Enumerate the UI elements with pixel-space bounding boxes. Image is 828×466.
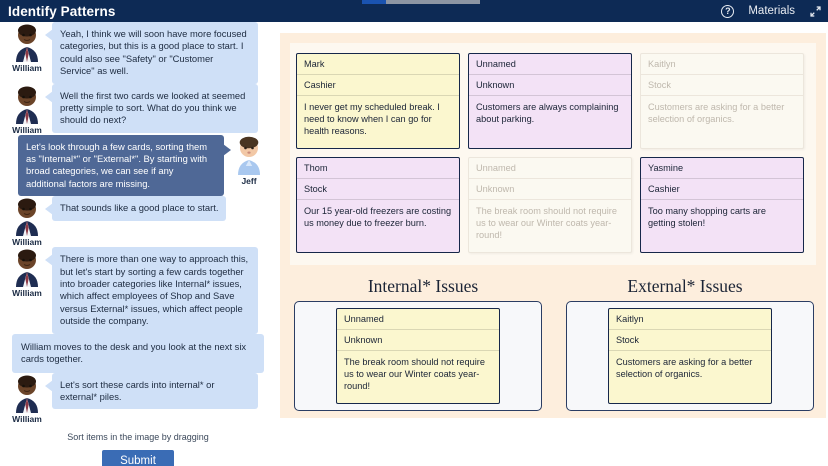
avatar-name: Jeff: [241, 175, 257, 186]
dropped-card[interactable]: Kaitlyn Stock Customers are asking for a…: [608, 308, 772, 404]
source-card[interactable]: Mark Cashier I never get my scheduled br…: [296, 53, 460, 149]
avatar: William: [6, 247, 48, 298]
card-person-name: Kaitlyn: [641, 54, 803, 75]
category-heading: External* Issues: [627, 276, 743, 296]
category-headings: Internal* Issues External* Issues: [292, 276, 816, 297]
message-row: William Let's sort these cards into inte…: [0, 372, 276, 424]
card-person-role: Unknown: [469, 179, 631, 200]
avatar-name: William: [12, 63, 42, 73]
card-person-role: Unknown: [469, 75, 631, 96]
activity-canvas: Mark Cashier I never get my scheduled br…: [280, 33, 826, 418]
page-title: Identify Patterns: [8, 3, 116, 19]
avatar-image: [16, 24, 38, 62]
message-row: William Yeah, I think we will soon have …: [0, 22, 276, 84]
avatar-image: [16, 86, 38, 124]
avatar: William: [6, 22, 48, 73]
question-mark-circle-icon[interactable]: ?: [721, 4, 735, 18]
activity-panel: Mark Cashier I never get my scheduled br…: [276, 22, 828, 466]
avatar-image: [16, 249, 38, 288]
avatar-image: [238, 136, 260, 175]
avatar: William: [6, 373, 48, 424]
category-dropzones: Unnamed Unknown The break room should no…: [294, 301, 814, 411]
card-person-role: Cashier: [641, 179, 803, 200]
category-dropzone[interactable]: Unnamed Unknown The break room should no…: [294, 301, 542, 411]
card-issue-text: Too many shopping carts are getting stol…: [648, 206, 766, 229]
source-card[interactable]: Thom Stock Our 15 year-old freezers are …: [296, 157, 460, 253]
narration-bubble: William moves to the desk and you look a…: [12, 333, 264, 373]
card-person-role: Stock: [641, 75, 803, 96]
message-row: William Well the first two cards we look…: [0, 83, 276, 135]
header-actions: ? Materials: [721, 0, 822, 22]
card-issue-text: Customers are always complaining about p…: [476, 102, 619, 125]
submit-row: Submit: [0, 449, 276, 466]
avatar-name: William: [12, 413, 42, 424]
source-card: Unnamed Unknown The break room should no…: [468, 157, 632, 253]
card-issue-text: The break room should not require us to …: [476, 206, 617, 241]
character-message-bubble: There is more than one way to approach t…: [45, 247, 258, 334]
coach-message-bubble: Let's look through a few cards, sorting …: [18, 134, 231, 197]
card-person-name: Mark: [297, 54, 459, 75]
source-card: Kaitlyn Stock Customers are asking for a…: [640, 53, 804, 149]
character-message-bubble: Yeah, I think we will soon have more foc…: [45, 22, 258, 84]
drag-hint: Sort items in the image by dragging: [67, 431, 209, 442]
progress-bar: [362, 0, 480, 4]
submit-button[interactable]: Submit: [102, 449, 174, 466]
message-list: William Yeah, I think we will soon have …: [0, 22, 276, 424]
avatar: Jeff: [228, 135, 270, 186]
character-message-bubble: Let's sort these cards into internal* or…: [45, 372, 258, 410]
card-issue-text: Our 15 year-old freezers are costing us …: [304, 206, 452, 229]
message-row: William That sounds like a good place to…: [0, 196, 276, 247]
message-row: William moves to the desk and you look a…: [0, 333, 276, 373]
dropped-card[interactable]: Unnamed Unknown The break room should no…: [336, 308, 500, 404]
source-card[interactable]: Yasmine Cashier Too many shopping carts …: [640, 157, 804, 253]
avatar: William: [6, 84, 48, 135]
avatar-image: [16, 375, 38, 413]
conversation-panel: William Yeah, I think we will soon have …: [0, 22, 276, 466]
materials-button[interactable]: Materials: [748, 5, 795, 17]
card-person-role: Cashier: [297, 75, 459, 96]
message-row: Let's look through a few cards, sorting …: [0, 134, 276, 197]
app-header: Identify Patterns ? Materials: [0, 0, 828, 22]
card-issue-text: I never get my scheduled break. I need t…: [304, 102, 440, 137]
card-issue-text: Customers are asking for a better select…: [648, 102, 785, 125]
progress-bar-fill: [362, 0, 386, 4]
card-person-role: Stock: [609, 330, 771, 351]
category-dropzone[interactable]: Kaitlyn Stock Customers are asking for a…: [566, 301, 814, 411]
avatar-name: William: [12, 237, 42, 248]
message-row: William There is more than one way to ap…: [0, 247, 276, 334]
avatar: William: [6, 196, 48, 247]
card-person-name: Yasmine: [641, 158, 803, 179]
card-person-name: Kaitlyn: [609, 309, 771, 330]
card-person-name: Unnamed: [469, 158, 631, 179]
source-card[interactable]: Unnamed Unknown Customers are always com…: [468, 53, 632, 149]
card-issue-text: The break room should not require us to …: [344, 357, 485, 392]
card-person-name: Unnamed: [337, 309, 499, 330]
card-person-role: Unknown: [337, 330, 499, 351]
card-person-name: Unnamed: [469, 54, 631, 75]
category-heading: Internal* Issues: [367, 276, 479, 296]
card-person-role: Stock: [297, 179, 459, 200]
card-person-name: Thom: [297, 158, 459, 179]
source-card-grid: Mark Cashier I never get my scheduled br…: [296, 53, 810, 253]
fullscreen-expand-icon[interactable]: [809, 5, 822, 18]
character-message-bubble: Well the first two cards we looked at se…: [45, 83, 258, 133]
card-issue-text: Customers are asking for a better select…: [616, 357, 753, 380]
avatar-name: William: [12, 288, 42, 299]
avatar-image: [16, 198, 38, 237]
character-message-bubble: That sounds like a good place to start.: [44, 196, 227, 221]
avatar-name: William: [12, 124, 42, 135]
